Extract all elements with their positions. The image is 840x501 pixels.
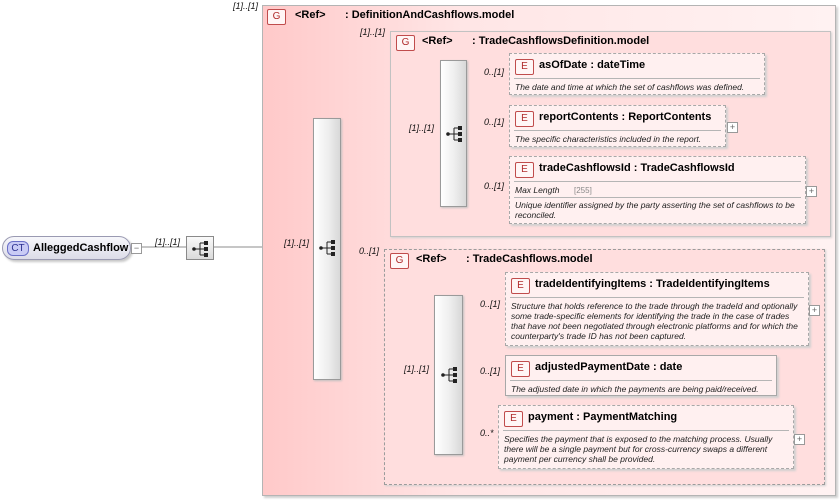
element-doc: The specific characteristics included in… bbox=[515, 134, 702, 144]
element-reportContents[interactable]: E reportContents : ReportContents The sp… bbox=[509, 105, 726, 147]
sequence-icon bbox=[319, 240, 335, 256]
element-title: reportContents : ReportContents bbox=[539, 111, 712, 123]
element-badge: E bbox=[515, 111, 534, 127]
group-ref-label: <Ref> bbox=[422, 35, 453, 47]
element-doc: The date and time at which the set of ca… bbox=[515, 82, 745, 92]
root-name: AlleggedCashflow bbox=[33, 242, 129, 254]
group-ref-label: <Ref> bbox=[416, 253, 447, 265]
element-multiplicity: 0..[1] bbox=[484, 67, 505, 77]
element-title: adjustedPaymentDate : date bbox=[535, 361, 683, 373]
outer-sequence-multiplicity: [1]..[1] bbox=[284, 238, 310, 248]
group-badge: G bbox=[396, 35, 415, 51]
cf-group-multiplicity: 0..[1] bbox=[359, 246, 380, 256]
cf-sequence[interactable] bbox=[434, 295, 463, 455]
expand-icon[interactable]: + bbox=[727, 122, 738, 133]
sequence-icon bbox=[192, 241, 208, 257]
element-badge: E bbox=[515, 162, 534, 178]
ct-badge: CT bbox=[7, 241, 29, 256]
outer-group-multiplicity: [1]..[1] bbox=[233, 1, 259, 11]
element-badge: E bbox=[511, 278, 530, 294]
group-name: : DefinitionAndCashflows.model bbox=[345, 9, 515, 21]
collapse-icon[interactable]: − bbox=[131, 243, 142, 254]
group-ref-label: <Ref> bbox=[295, 9, 326, 21]
element-multiplicity: 0..[1] bbox=[480, 299, 501, 309]
root-complex-type[interactable]: CT AlleggedCashflow bbox=[2, 236, 131, 260]
sequence-icon bbox=[441, 367, 457, 383]
def-sequence-multiplicity: [1]..[1] bbox=[409, 123, 435, 133]
element-adjustedPaymentDate[interactable]: E adjustedPaymentDate : date The adjuste… bbox=[505, 355, 777, 396]
facet-value: [255] bbox=[574, 186, 592, 195]
separator bbox=[514, 181, 801, 182]
element-title: asOfDate : dateTime bbox=[539, 59, 646, 71]
outer-sequence[interactable] bbox=[313, 118, 341, 380]
separator bbox=[510, 297, 804, 298]
element-doc: Structure that holds reference to the tr… bbox=[511, 301, 798, 341]
element-badge: E bbox=[511, 361, 530, 377]
element-title: payment : PaymentMatching bbox=[528, 411, 678, 423]
separator bbox=[514, 130, 721, 131]
group-name: : TradeCashflows.model bbox=[466, 253, 593, 265]
element-multiplicity: 0..[1] bbox=[484, 181, 505, 191]
separator bbox=[503, 430, 789, 431]
element-payment[interactable]: E payment : PaymentMatching Specifies th… bbox=[498, 405, 794, 469]
facet-label: Max Length bbox=[515, 185, 560, 195]
element-multiplicity: 0..* bbox=[480, 428, 494, 438]
element-asOfDate[interactable]: E asOfDate : dateTime The date and time … bbox=[509, 53, 765, 95]
element-tradeIdentifyingItems[interactable]: E tradeIdentifyingItems : TradeIdentifyi… bbox=[505, 272, 809, 346]
element-tradeCashflowsId[interactable]: E tradeCashflowsId : TradeCashflowsId Ma… bbox=[509, 156, 806, 224]
element-title: tradeIdentifyingItems : TradeIdentifying… bbox=[535, 278, 770, 290]
element-doc: Specifies the payment that is exposed to… bbox=[504, 434, 773, 464]
separator bbox=[510, 380, 772, 381]
def-group-multiplicity: [1]..[1] bbox=[360, 27, 386, 37]
element-badge: E bbox=[515, 59, 534, 75]
group-name: : TradeCashflowsDefinition.model bbox=[472, 35, 650, 47]
root-sequence[interactable] bbox=[186, 236, 214, 260]
element-title: tradeCashflowsId : TradeCashflowsId bbox=[539, 162, 735, 174]
element-doc: The adjusted date in which the payments … bbox=[511, 384, 759, 394]
element-badge: E bbox=[504, 411, 523, 427]
cf-sequence-multiplicity: [1]..[1] bbox=[404, 364, 430, 374]
def-sequence[interactable] bbox=[440, 60, 467, 207]
expand-icon[interactable]: + bbox=[809, 305, 820, 316]
expand-icon[interactable]: + bbox=[806, 186, 817, 197]
separator bbox=[514, 78, 760, 79]
group-badge: G bbox=[390, 253, 409, 269]
element-multiplicity: 0..[1] bbox=[480, 366, 501, 376]
expand-icon[interactable]: + bbox=[794, 434, 805, 445]
element-doc: Unique identifier assigned by the party … bbox=[515, 200, 795, 220]
separator bbox=[514, 197, 801, 198]
sequence-icon bbox=[446, 126, 462, 142]
root-sequence-multiplicity: [1]..[1] bbox=[155, 237, 181, 247]
element-multiplicity: 0..[1] bbox=[484, 117, 505, 127]
group-badge: G bbox=[267, 9, 286, 25]
